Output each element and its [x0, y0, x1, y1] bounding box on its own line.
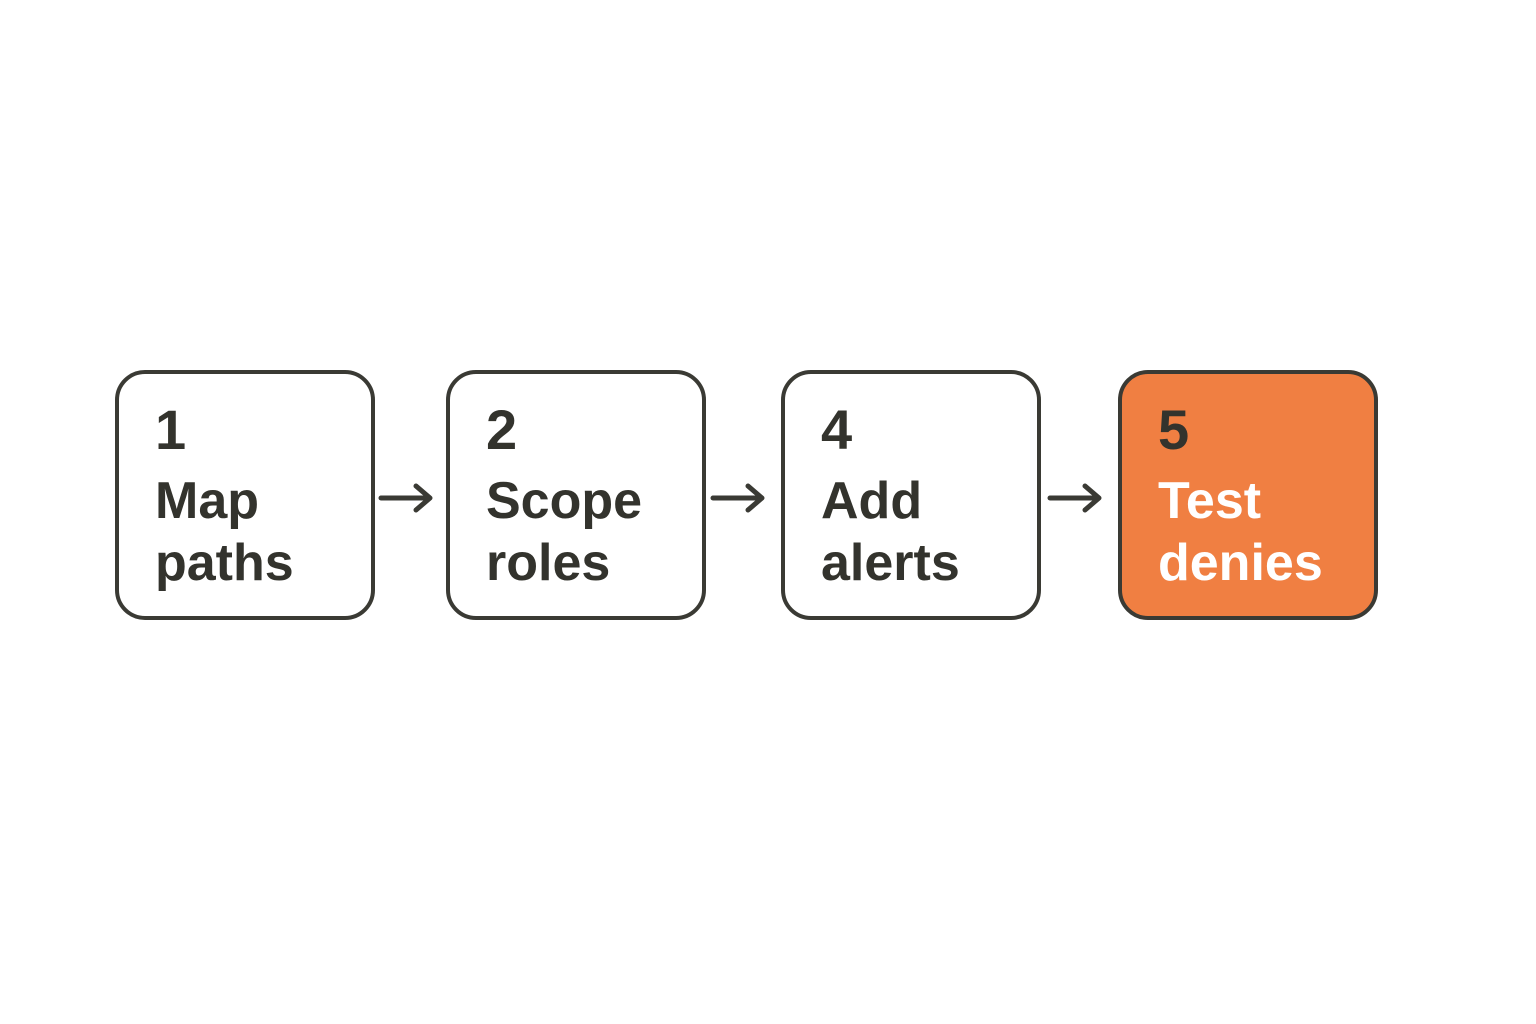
step-box-5-highlighted: 5 Test denies [1118, 370, 1378, 620]
step-box-4: 4 Add alerts [781, 370, 1041, 620]
step-number: 4 [821, 398, 853, 461]
step-number: 2 [486, 398, 518, 461]
step-label: Scope roles [486, 472, 643, 592]
step-label: Add alerts [821, 472, 960, 592]
step-box-2: 2 Scope roles [446, 370, 706, 620]
right-arrow-icon [710, 483, 765, 513]
step-box-1: 1 Map paths [115, 370, 375, 620]
step-label: Test denies [1158, 472, 1323, 592]
right-arrow-icon [1047, 483, 1102, 513]
step-number: 1 [155, 398, 187, 461]
step-label: Map paths [155, 472, 294, 592]
step-number: 5 [1158, 398, 1190, 461]
right-arrow-icon [378, 483, 433, 513]
